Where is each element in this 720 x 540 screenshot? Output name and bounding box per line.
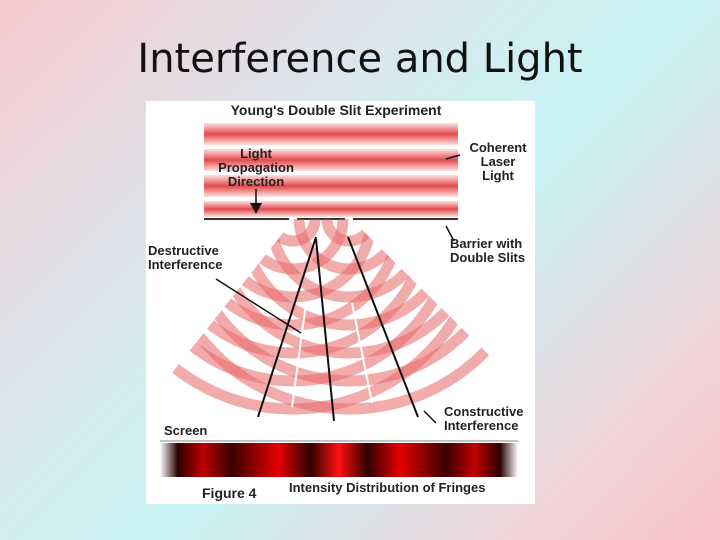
wavefront-band [204,123,458,145]
destructive-label: Destructive Interference [148,243,223,272]
figure-heading: Young's Double Slit Experiment [230,102,442,118]
wavefront-band [204,149,458,171]
destructive-right-line [351,302,373,404]
destructive-left-line [291,302,307,408]
barrier-label: Barrier with Double Slits [450,236,526,265]
double-slit-diagram [146,123,535,477]
constructive-center-line [315,238,335,422]
double-slit-figure: Young's Double Slit Experiment Light Pro… [146,101,535,504]
screen-label: Screen [164,423,208,438]
constructive-left-line [257,236,317,418]
propagation-label: Light Propagation Direction [218,146,294,189]
coherent-wavefronts [204,123,458,217]
slide-title: Interference and Light [137,36,583,82]
pointer-lines [215,154,461,424]
figure-number: Figure 4 [202,485,257,501]
coherent-light-label: Coherent Laser Light [469,140,527,183]
interference-lines [257,236,419,422]
fringes-caption: Intensity Distribution of Fringes [289,480,486,495]
fringe-pattern [160,443,518,477]
constructive-right-line [347,236,419,418]
wavefront-band [204,201,458,217]
wavefront-band [204,175,458,197]
diffracted-waves [146,219,535,415]
propagation-arrow-icon [250,203,262,214]
constructive-label: Constructive Interference [444,404,524,433]
